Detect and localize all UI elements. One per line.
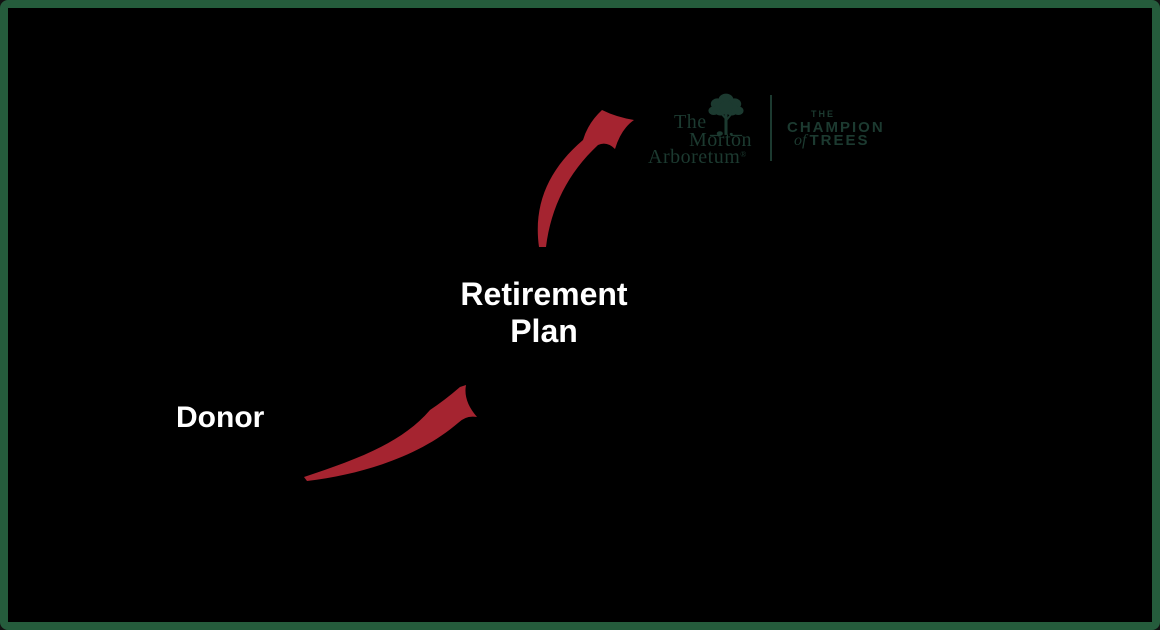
retirement-plan-line1: Retirement	[460, 276, 628, 312]
logo-divider	[770, 95, 772, 161]
arrow-layer	[304, 110, 634, 481]
tagline-champion: CHAMPION	[787, 119, 885, 136]
node-retirement-plan: Retirement Plan	[460, 276, 627, 350]
logo-name-line1: The	[674, 111, 707, 133]
retirement-plan-line2: Plan	[510, 313, 578, 349]
arrow-donor-to-retirement-plan-icon	[304, 385, 477, 481]
oak-tree-icon	[708, 93, 744, 137]
tagline-the: THE	[811, 109, 835, 119]
tagline-trees: TREES	[809, 132, 870, 149]
logo-name-line3: Arboretum®	[648, 146, 747, 168]
logo-name-line2: Morton	[689, 129, 752, 151]
registered-mark: ®	[740, 150, 747, 159]
tagline-of: of	[794, 132, 807, 149]
node-donor: Donor	[176, 401, 265, 434]
arrow-retirement-plan-to-arboretum-icon	[537, 110, 634, 247]
